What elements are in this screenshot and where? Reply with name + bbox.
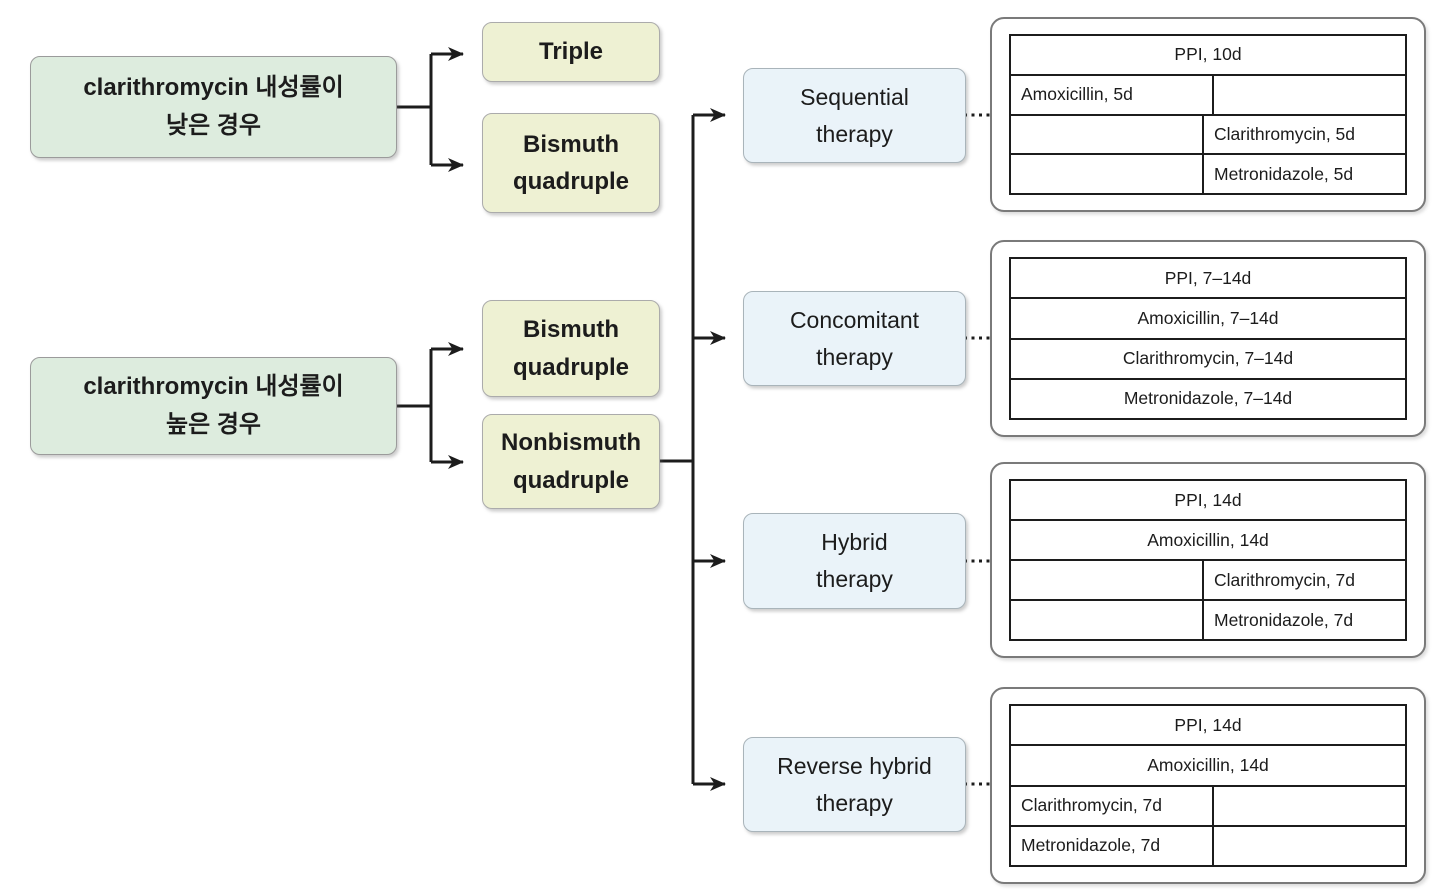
node-label-line: therapy [816,120,893,147]
node-label-line: Sequential [800,83,909,110]
node-label-line: 낮은 경우 [166,112,261,139]
node-label: Bismuth quadruple [512,130,629,195]
table-row: PPI, 7–14d [1011,259,1405,297]
node-label-line: therapy [816,566,893,592]
table-cell: Amoxicillin, 5d [1011,75,1214,114]
table-row: Amoxicillin, 14d [1011,744,1405,784]
table-cell: Metronidazole, 5d [1214,163,1354,184]
node-label: Triple [538,38,604,66]
node-label-line: clarithromycin 내성률이 [83,372,344,400]
table-cell-empty [1011,601,1204,639]
table-cell: Clarithromycin, 5d [1214,123,1356,144]
table-cell: PPI, 14d [1174,489,1242,510]
regimen-node-nonbismuth-quadruple: Nonbismuth quadruple [482,414,660,509]
node-label: Bismuth quadruple [512,316,629,381]
regimen-table-card-concomitant: PPI, 7–14d Amoxicillin, 7–14d Clarithrom… [990,240,1426,437]
table-cell: Clarithromycin, 7d [1011,786,1214,825]
table-row: Clarithromycin, 5d [1011,113,1405,154]
table-cell: PPI, 10d [1174,44,1242,65]
table-row: Metronidazole, 7–14d [1011,377,1405,418]
table-cell: Amoxicillin, 14d [1147,754,1269,775]
node-label-line: therapy [816,343,893,370]
regimen-node-bismuth-quadruple-bottom: Bismuth quadruple [482,300,660,397]
table-row: Amoxicillin, 5d [1011,73,1405,114]
table-cell: Metronidazole, 7d [1214,609,1354,630]
therapy-node-hybrid: Hybrid therapy [743,513,966,609]
table-cell: PPI, 7–14d [1164,267,1252,288]
table-cell-empty [1214,787,1405,825]
table-row: Metronidazole, 5d [1011,153,1405,193]
table-row: Amoxicillin, 14d [1011,519,1405,559]
condition-node-low-resistance: clarithromycin 내성률이 낮은 경우 [30,56,397,158]
table-row: Metronidazole, 7d [1011,599,1405,639]
connector-fork-low [397,47,464,172]
node-label: Nonbismuth quadruple [501,429,641,494]
regimen-table: PPI, 14d Amoxicillin, 14d Clarithromycin… [1009,479,1407,641]
dotted-links [964,113,990,786]
condition-node-high-resistance: clarithromycin 내성률이 높은 경우 [30,357,397,455]
table-cell: Clarithromycin, 7–14d [1122,348,1294,369]
node-label-line: Reverse hybrid [777,752,932,779]
regimen-table-card-hybrid: PPI, 14d Amoxicillin, 14d Clarithromycin… [990,462,1426,658]
table-row: Clarithromycin, 7–14d [1011,337,1405,378]
table-cell-empty [1011,155,1204,193]
table-cell: Amoxicillin, 7–14d [1137,307,1279,328]
regimen-table-card-sequential: PPI, 10d Amoxicillin, 5d Clarithromycin,… [990,17,1426,212]
regimen-table: PPI, 7–14d Amoxicillin, 7–14d Clarithrom… [1009,257,1407,420]
table-cell-empty [1011,561,1204,599]
table-cell: PPI, 14d [1174,714,1242,735]
connector-fork-high [397,342,464,469]
regimen-node-triple: Triple [482,22,660,82]
table-cell: Clarithromycin, 7d [1214,569,1356,590]
table-row: Metronidazole, 7d [1011,824,1405,865]
table-cell: Amoxicillin, 14d [1147,529,1269,550]
table-row: PPI, 14d [1011,706,1405,744]
table-cell-empty [1214,827,1405,865]
node-label-line: Concomitant [789,306,920,333]
table-row: PPI, 10d [1011,36,1405,74]
table-row: Amoxicillin, 7–14d [1011,297,1405,337]
node-label-line: therapy [816,789,893,816]
table-row: Clarithromycin, 7d [1011,784,1405,825]
table-cell: Metronidazole, 7d [1011,826,1214,865]
connector-trunk-nonbismuth [660,108,726,791]
therapy-node-concomitant: Concomitant therapy [743,291,966,386]
therapy-node-sequential: Sequential therapy [743,68,966,163]
table-row: PPI, 14d [1011,481,1405,519]
regimen-node-bismuth-quadruple-top: Bismuth quadruple [482,113,660,213]
table-row: Clarithromycin, 7d [1011,559,1405,599]
regimen-table-card-reverse-hybrid: PPI, 14d Amoxicillin, 14d Clarithromycin… [990,687,1426,884]
regimen-table: PPI, 14d Amoxicillin, 14d Clarithromycin… [1009,704,1407,867]
node-label-line: Hybrid [821,529,888,556]
table-cell-empty [1011,115,1204,154]
regimen-table: PPI, 10d Amoxicillin, 5d Clarithromycin,… [1009,34,1407,195]
node-label-line: clarithromycin 내성률이 [83,73,344,101]
table-cell-empty [1214,76,1405,114]
node-label-line: 높은 경우 [166,411,261,438]
therapy-node-reverse-hybrid: Reverse hybrid therapy [743,737,966,832]
table-cell: Metronidazole, 7–14d [1123,388,1293,409]
